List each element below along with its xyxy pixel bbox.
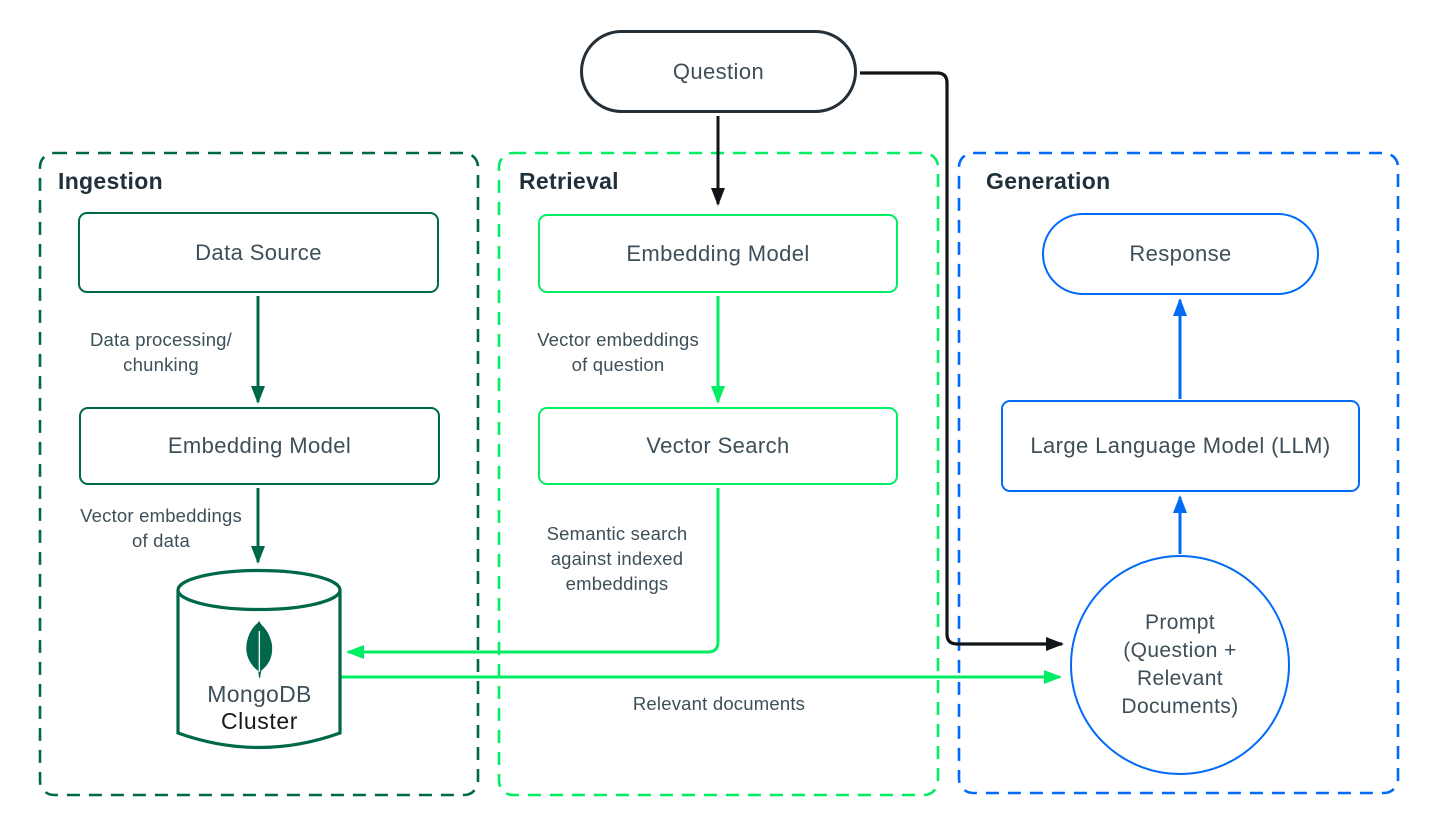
cluster-label-line: Cluster [220,708,299,734]
mongodb-cluster-cylinder [176,568,342,750]
edge-label-semantic-search: Semantic search against indexed embeddin… [546,523,688,594]
arrow-vectorsearch-to-cluster [346,488,720,659]
mongodb-label-line: MongoDB [207,681,312,707]
response-node: Response [1042,213,1319,295]
edge-label-vector-embeddings-data: Vector embeddings of data [80,505,242,551]
embedding-model-ingestion-node: Embedding Model [79,407,440,485]
prompt-line: Relevant [1136,667,1224,690]
embedding-model-retrieval-node: Embedding Model [538,214,898,293]
ingestion-panel-title: Ingestion [58,168,163,194]
edge-label-relevant-documents: Relevant documents [632,693,806,714]
vector-search-node: Vector Search [538,407,898,485]
generation-panel-border [957,151,1400,795]
arrow-question-to-prompt [860,71,1064,651]
prompt-line: Documents) [1121,695,1239,718]
prompt-line: Prompt [1144,611,1216,634]
mongodb-leaf-icon [246,620,273,678]
ingestion-panel-border [38,151,480,797]
edge-label-vector-embeddings-question: Vector embeddings of question [537,329,699,375]
question-node: Question [580,30,857,113]
prompt-line: (Question + [1123,639,1237,662]
llm-node: Large Language Model (LLM) [1001,400,1360,492]
prompt-node: Prompt (Question + Relevant Documents) [1070,555,1290,775]
data-source-node: Data Source [78,212,439,293]
retrieval-panel-title: Retrieval [519,168,619,194]
generation-panel-title: Generation [986,168,1111,194]
edge-label-data-processing: Data processing/ chunking [89,329,233,375]
mongodb-cluster-label: MongoDB Cluster [177,681,342,735]
